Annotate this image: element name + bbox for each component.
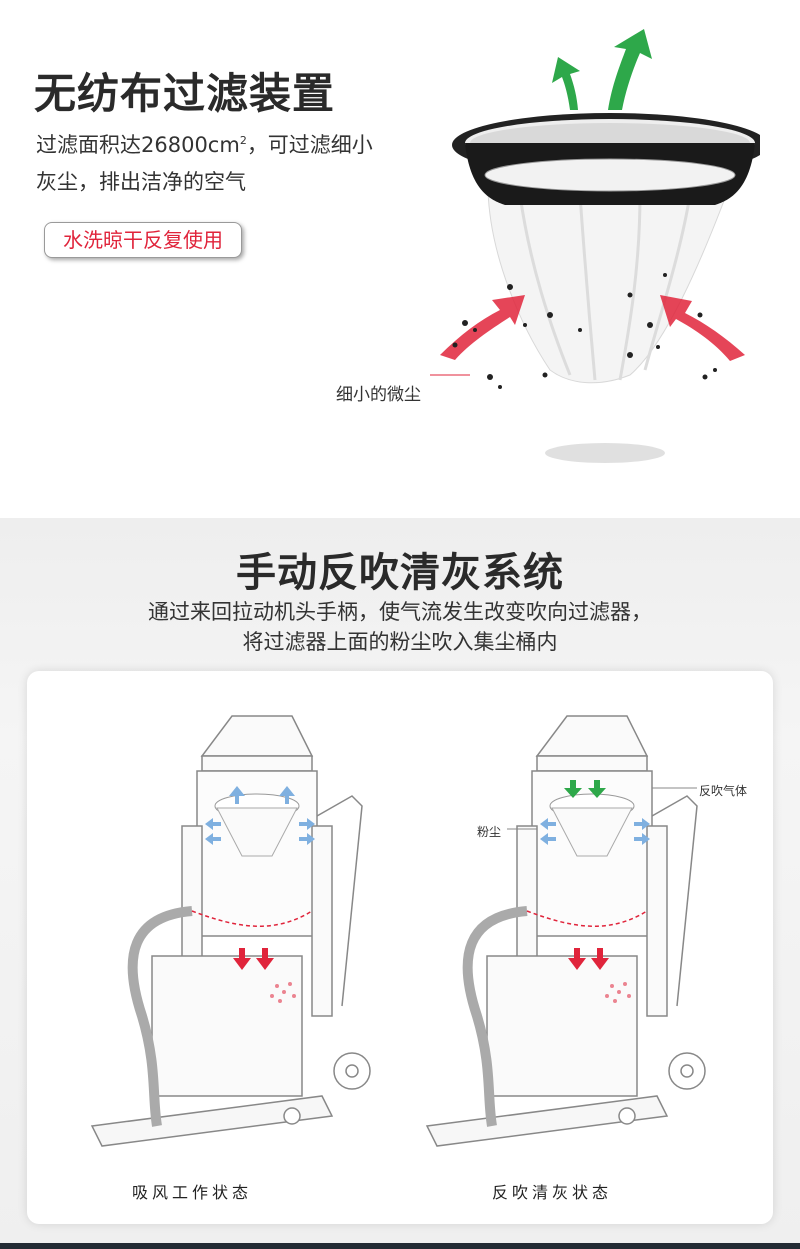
blowback-desc-line2: 将过滤器上面的粉尘吹入集尘桶内 [242,630,558,654]
blown-dust [605,982,631,1003]
filter-section: 无纺布过滤装置 过滤面积达26800cm2，可过滤细小 灰尘，排出洁净的空气 水… [0,0,800,518]
vacuum-diagram-card: 反吹气体 粉尘 吸风工作状态 反吹清灰状态 [27,671,773,1224]
suction-state-diagram [90,715,371,1147]
desc-superscript: 2 [239,134,247,147]
suction-state-caption: 吸风工作状态 [132,1183,253,1202]
collected-dust [270,982,296,1003]
blowback-green-arrows [564,780,606,798]
fine-dust-label: 细小的微尘 [336,385,421,405]
filter-bag [452,113,760,384]
desc-line1-b: ，可过滤细小 [246,133,373,157]
dust-label: 粉尘 [477,825,502,839]
desc-line1-a: 过滤面积达26800cm [36,133,240,157]
blowback-section-description: 通过来回拉动机头手柄，使气流发生改变吹向过滤器， 将过滤器上面的粉尘吹入集尘桶内 [0,597,800,657]
desc-line2: 灰尘，排出洁净的空气 [36,170,246,194]
blowback-state-diagram [425,715,706,1147]
dirty-air-red-arrows [440,295,745,361]
footer-bar [0,1243,800,1249]
blowback-section-title: 手动反吹清灰系统 [236,550,564,596]
dust-specks [452,273,717,389]
filter-section-description: 过滤面积达26800cm2，可过滤细小 灰尘，排出洁净的空气 [36,122,436,201]
blowback-blue-arrows [540,818,650,845]
suction-red-arrows [233,948,274,970]
blowback-desc-line1: 通过来回拉动机头手柄，使气流发生改变吹向过滤器， [148,600,652,624]
blowback-state-caption: 反吹清灰状态 [492,1183,613,1202]
filter-bag-illustration [430,29,760,463]
filter-section-title: 无纺布过滤装置 [34,69,336,118]
washable-badge: 水洗晾干反复使用 [44,222,242,258]
clean-air-green-arrows [552,29,652,110]
blowback-red-arrows [568,948,609,970]
suction-blue-arrows [205,786,315,845]
blow-gas-label: 反吹气体 [699,784,748,798]
